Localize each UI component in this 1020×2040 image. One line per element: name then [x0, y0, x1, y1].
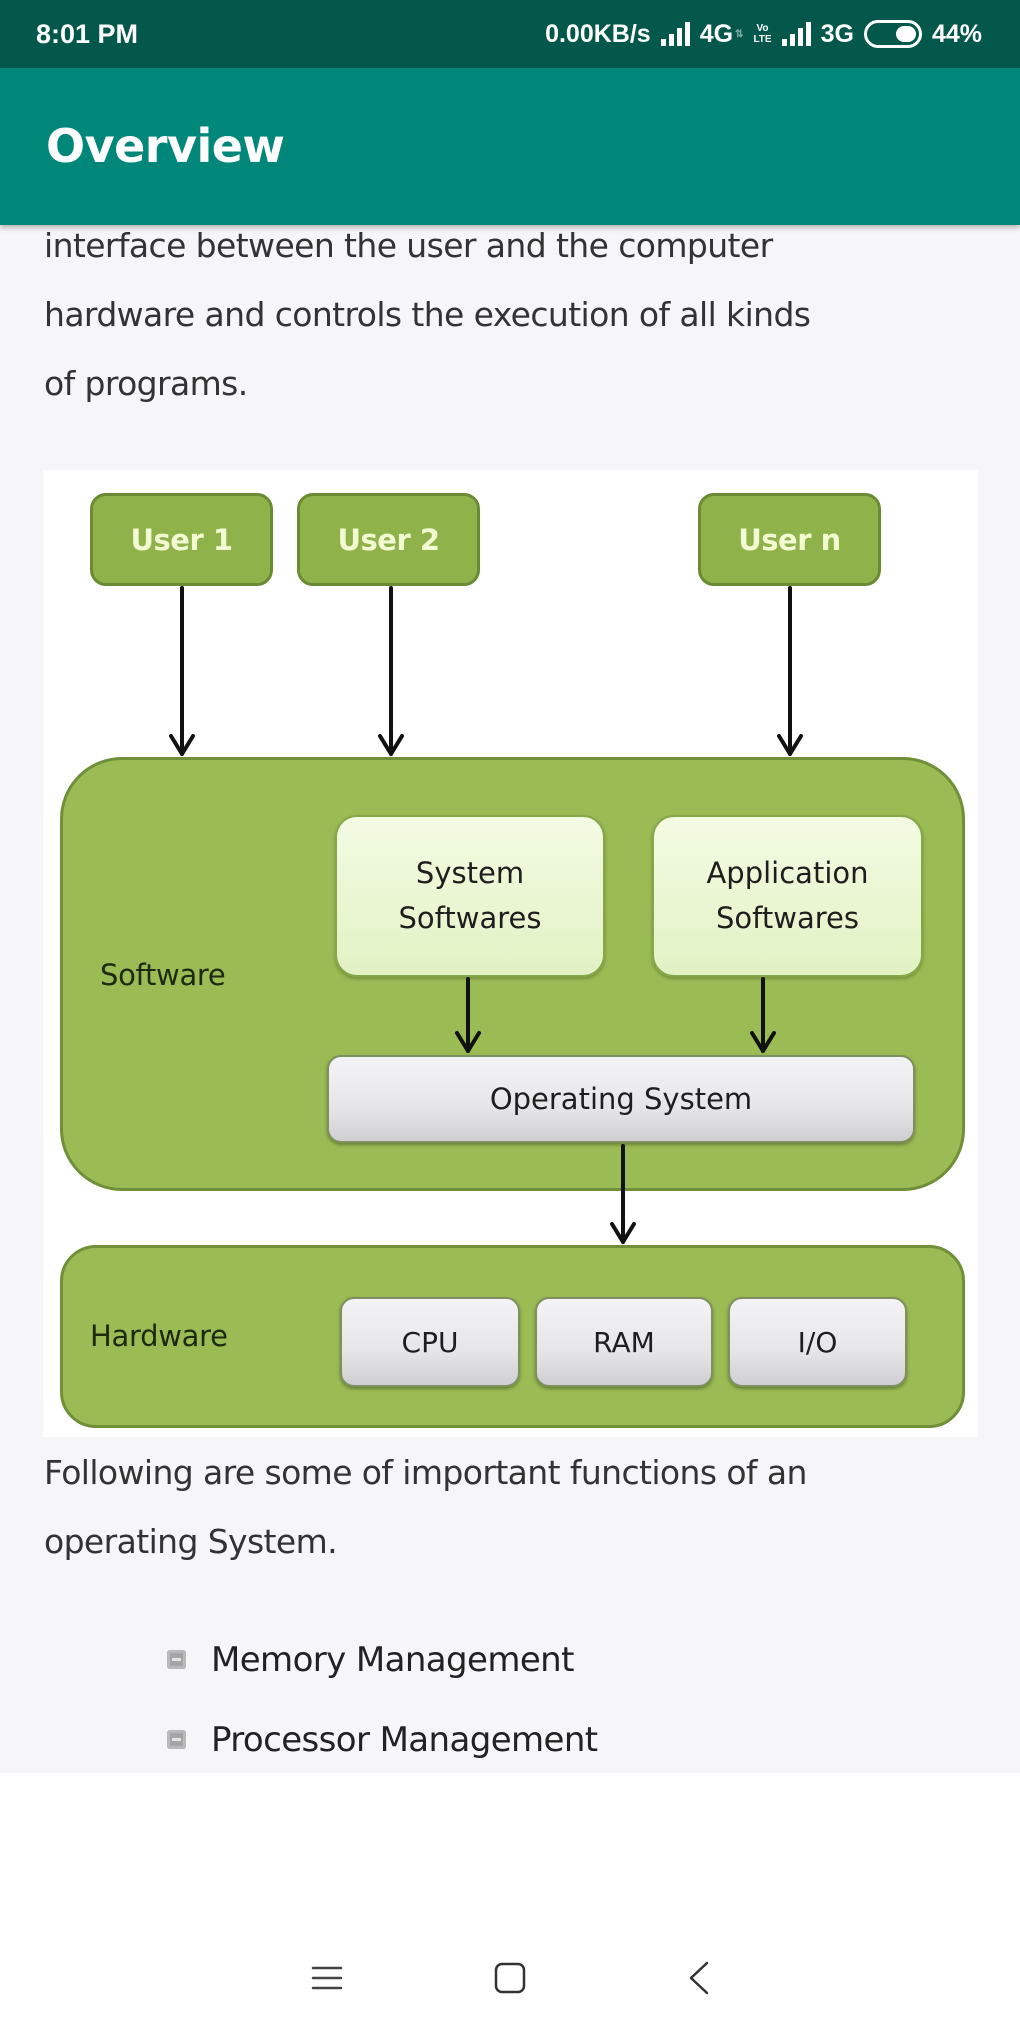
- data-arrows-icon: ⇅: [735, 28, 744, 40]
- content-scroll-area[interactable]: interface between the user and the compu…: [0, 225, 1020, 1773]
- arrow-usern-to-software: [777, 586, 803, 756]
- sim2-network-type: 3G: [820, 19, 854, 48]
- io-box: I/O: [728, 1297, 907, 1387]
- list-item: Memory Management: [0, 1630, 1020, 1690]
- system-softwares-line: Softwares: [398, 901, 542, 935]
- bullet-icon: [167, 1730, 186, 1749]
- page-title: Overview: [46, 119, 285, 173]
- system-softwares-line: System: [415, 856, 525, 890]
- intro-line: interface between the user and the compu…: [44, 226, 773, 265]
- battery-fill: [895, 26, 916, 42]
- intro-line: hardware and controls the execution of a…: [44, 295, 811, 334]
- home-button[interactable]: [480, 1948, 540, 2008]
- system-softwares-box: System Softwares: [335, 815, 605, 977]
- application-softwares-line: Application: [706, 856, 869, 890]
- app-bar: Overview: [0, 68, 1020, 225]
- arrow-user2-to-software: [378, 586, 404, 756]
- home-icon: [494, 1962, 526, 1994]
- back-button[interactable]: [669, 1948, 729, 2008]
- bullet-icon: [167, 1650, 186, 1669]
- intro-paragraph: interface between the user and the compu…: [44, 225, 994, 418]
- recent-apps-button[interactable]: [297, 1948, 357, 2008]
- application-softwares-line: Softwares: [716, 901, 859, 935]
- os-architecture-diagram: User 1 User 2 User n Software System Sof…: [43, 470, 978, 1437]
- user-n-box: User n: [698, 493, 881, 586]
- cpu-box: CPU: [340, 1297, 520, 1387]
- functions-intro-line: Following are some of important function…: [44, 1453, 807, 1492]
- volte-bottom: LTE: [753, 34, 772, 45]
- battery-percent: 44%: [931, 19, 982, 48]
- functions-intro-paragraph: Following are some of important function…: [44, 1438, 994, 1576]
- intro-line: of programs.: [44, 364, 248, 403]
- list-item: Processor Management: [0, 1710, 1020, 1770]
- back-icon: [689, 1961, 709, 1995]
- software-label: Software: [100, 958, 226, 992]
- operating-system-box: Operating System: [327, 1055, 915, 1143]
- hardware-label: Hardware: [90, 1319, 228, 1353]
- user-2-box: User 2: [297, 493, 480, 586]
- list-item-text: Memory Management: [211, 1640, 574, 1680]
- application-softwares-box: Application Softwares: [652, 815, 923, 977]
- functions-intro-line: operating System.: [44, 1522, 338, 1561]
- list-item-text: Processor Management: [211, 1720, 598, 1760]
- battery-icon: [863, 20, 922, 48]
- menu-icon: [311, 1966, 343, 1990]
- user-1-box: User 1: [90, 493, 273, 586]
- volte-top: Vo: [756, 23, 769, 34]
- signal-icon: [660, 22, 690, 46]
- arrow-user1-to-software: [169, 586, 195, 756]
- ram-box: RAM: [535, 1297, 713, 1387]
- signal-icon: [781, 22, 811, 46]
- navigation-bar: [0, 1773, 1020, 2040]
- network-speed: 0.00KB/s: [545, 19, 651, 48]
- status-time: 8:01 PM: [36, 19, 139, 49]
- sim1-network-type: 4G: [699, 19, 734, 48]
